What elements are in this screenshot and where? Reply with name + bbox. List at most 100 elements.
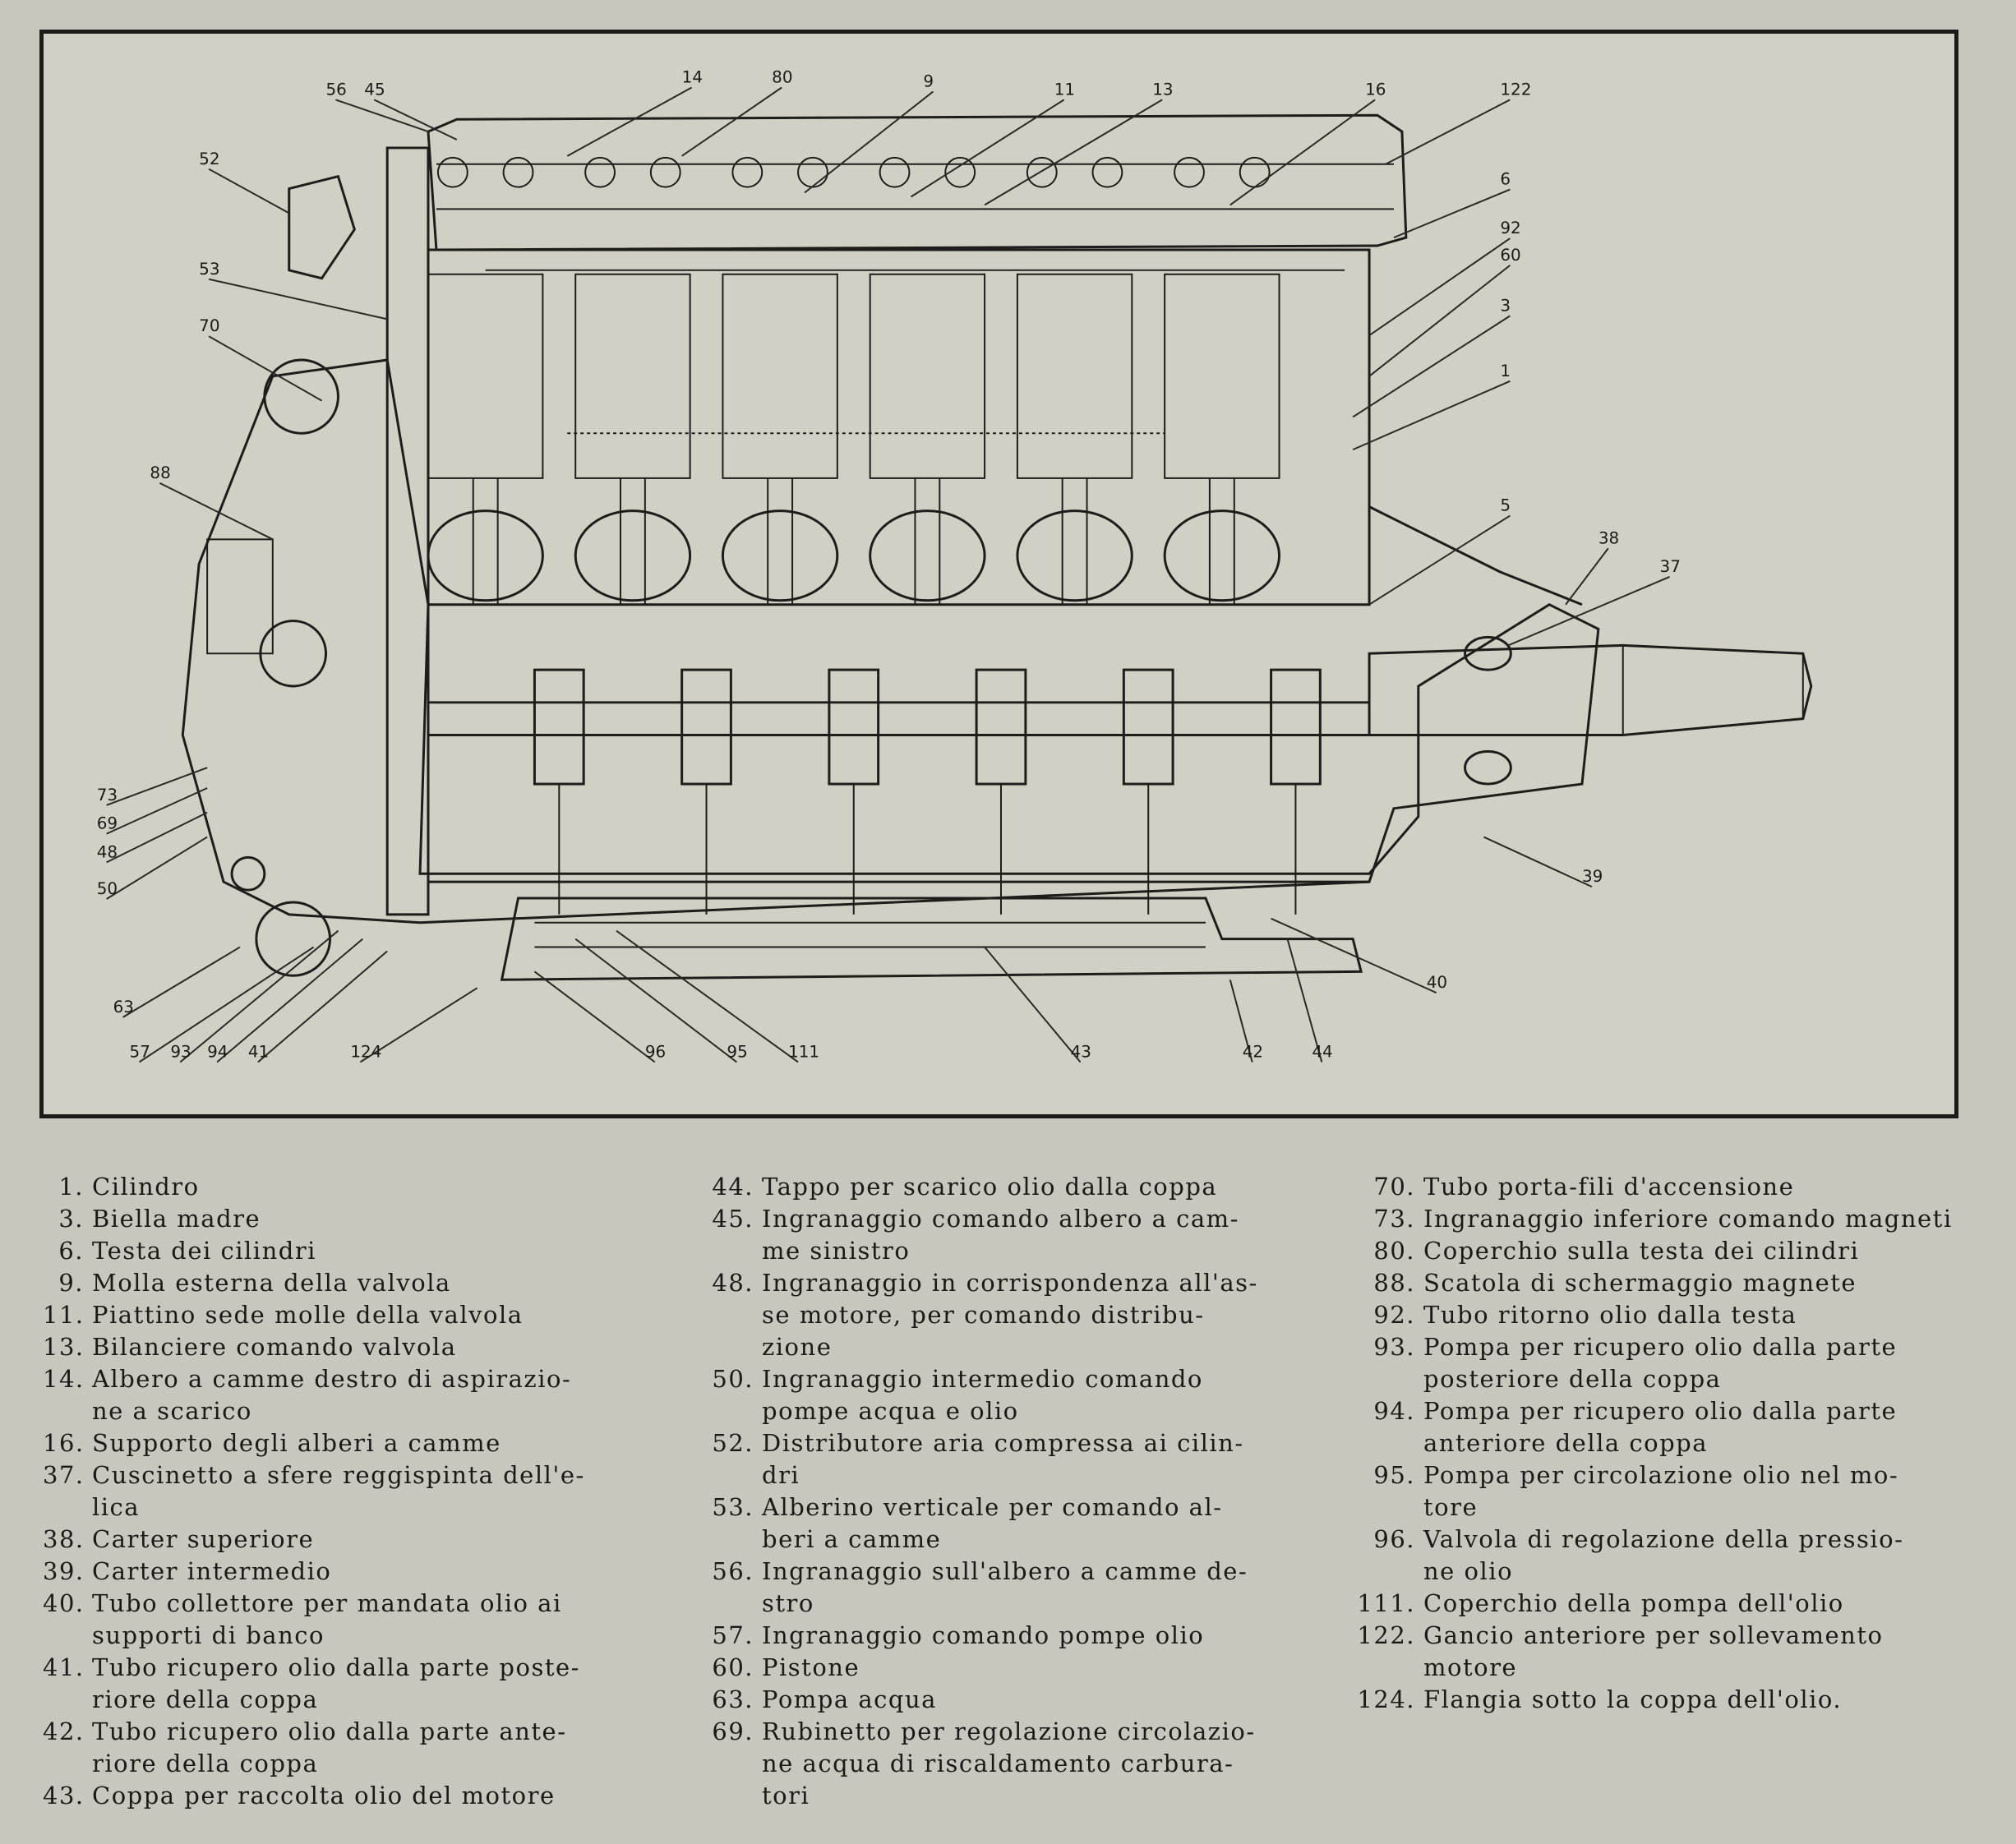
legend-item: 44.Tappo per scarico olio dalla coppa bbox=[696, 1171, 1345, 1203]
callout-label-39: 39 bbox=[1582, 867, 1603, 886]
leader-3 bbox=[1352, 315, 1511, 418]
legend-item-text: zione bbox=[762, 1333, 833, 1361]
legend-item: se motore, per comando distribu- bbox=[696, 1299, 1345, 1331]
leader-44 bbox=[1286, 938, 1323, 1063]
legend-item: 3.Biella madre bbox=[43, 1203, 696, 1235]
legend-item-text: Rubinetto per regolazione circolazio- bbox=[762, 1717, 1256, 1745]
callout-label-5: 5 bbox=[1500, 496, 1511, 515]
legend-item: 45.Ingranaggio comando albero a cam- bbox=[696, 1203, 1345, 1235]
leader-80 bbox=[681, 86, 782, 157]
leader-42 bbox=[1229, 979, 1253, 1063]
legend-item-text: Ingranaggio inferiore comando magneti bbox=[1423, 1205, 1953, 1233]
legend-item: stro bbox=[696, 1588, 1345, 1620]
legend-item: 50.Ingranaggio intermedio comando bbox=[696, 1363, 1345, 1395]
legend-item: 6.Testa dei cilindri bbox=[43, 1235, 696, 1267]
legend-item-text: stro bbox=[762, 1589, 814, 1617]
legend-item-number: 37. bbox=[43, 1461, 85, 1489]
cylinder-3 bbox=[721, 156, 880, 915]
legend-item-text: Distributore aria compressa ai cilin- bbox=[762, 1429, 1244, 1457]
cylinder-4 bbox=[869, 156, 1027, 915]
legend-item-text: Ingranaggio intermedio comando bbox=[762, 1365, 1203, 1393]
callout-label-80: 80 bbox=[772, 68, 792, 87]
legend-item: 38.Carter superiore bbox=[43, 1524, 696, 1556]
callout-label-11: 11 bbox=[1054, 80, 1075, 99]
callout-label-69: 69 bbox=[97, 814, 118, 833]
legend-item-text: Coperchio sulla testa dei cilindri bbox=[1423, 1237, 1860, 1265]
legend-item-number: 44. bbox=[712, 1173, 754, 1201]
leader-92 bbox=[1368, 237, 1511, 337]
legend-item: 124.Flangia sotto la coppa dell'olio. bbox=[1345, 1684, 1978, 1716]
leader-40 bbox=[1271, 917, 1437, 994]
legend-item-text: riore della coppa bbox=[92, 1685, 319, 1713]
legend-item-text: Bilanciere comando valvola bbox=[92, 1333, 457, 1361]
legend-item-text: Tubo collettore per mandata olio ai bbox=[92, 1589, 562, 1617]
callout-label-9: 9 bbox=[923, 72, 934, 91]
callout-label-45: 45 bbox=[364, 80, 385, 99]
legend-item-text: Pompa per circolazione olio nel mo- bbox=[1423, 1461, 1899, 1489]
callout-label-14: 14 bbox=[682, 68, 703, 87]
legend-item: dri bbox=[696, 1459, 1345, 1491]
legend-item-number: 45. bbox=[712, 1205, 754, 1233]
leader-60 bbox=[1368, 265, 1511, 377]
callout-label-60: 60 bbox=[1500, 246, 1520, 265]
legend-item: 92.Tubo ritorno olio dalla testa bbox=[1345, 1299, 1978, 1331]
legend-item-text: riore della coppa bbox=[92, 1749, 319, 1777]
leader-88 bbox=[159, 482, 274, 541]
legend-item-number: 94. bbox=[1373, 1397, 1415, 1425]
legend-item-text: Supporto degli alberi a camme bbox=[92, 1429, 501, 1457]
legend-item-text: se motore, per comando distribu- bbox=[762, 1301, 1205, 1329]
leader-50 bbox=[106, 836, 208, 900]
leader-45 bbox=[373, 99, 458, 141]
leader-14 bbox=[566, 86, 693, 157]
legend-item-number: 88. bbox=[1373, 1269, 1415, 1297]
legend-item: 39.Carter intermedio bbox=[43, 1556, 696, 1588]
legend-item-text: Flangia sotto la coppa dell'olio. bbox=[1423, 1685, 1843, 1713]
legend-item: anteriore della coppa bbox=[1345, 1427, 1978, 1459]
leader-52 bbox=[208, 168, 290, 214]
legend-item-number: 52. bbox=[712, 1429, 754, 1457]
legend-item: 48.Ingranaggio in corrispondenza all'as- bbox=[696, 1267, 1345, 1299]
legend-item-number: 14. bbox=[43, 1365, 85, 1393]
legend-item: ne olio bbox=[1345, 1556, 1978, 1588]
legend-item: 60.Pistone bbox=[696, 1652, 1345, 1684]
legend-item: 94.Pompa per ricupero olio dalla parte bbox=[1345, 1395, 1978, 1427]
callout-label-73: 73 bbox=[97, 786, 118, 804]
legend-item-text: motore bbox=[1423, 1653, 1518, 1681]
legend-item-number: 39. bbox=[43, 1557, 85, 1585]
callout-label-95: 95 bbox=[727, 1043, 747, 1062]
leader-94 bbox=[216, 938, 363, 1063]
callout-label-88: 88 bbox=[150, 463, 170, 482]
legend-item-number: 57. bbox=[712, 1621, 754, 1649]
legend-item-text: me sinistro bbox=[762, 1237, 911, 1265]
legend-item-number: 96. bbox=[1373, 1525, 1415, 1553]
callout-label-38: 38 bbox=[1598, 528, 1619, 547]
legend-item: 96.Valvola di regolazione della pressio- bbox=[1345, 1524, 1978, 1556]
legend-item: 93.Pompa per ricupero olio dalla parte bbox=[1345, 1331, 1978, 1363]
leader-37 bbox=[1507, 576, 1670, 647]
callout-label-93: 93 bbox=[170, 1043, 191, 1062]
legend-item-number: 1. bbox=[58, 1173, 84, 1201]
legend-item-text: tori bbox=[762, 1782, 810, 1809]
callout-label-3: 3 bbox=[1500, 296, 1511, 315]
callout-label-44: 44 bbox=[1312, 1043, 1332, 1062]
legend-item-number: 93. bbox=[1373, 1333, 1415, 1361]
callout-label-122: 122 bbox=[1500, 80, 1531, 99]
legend-item: 111.Coperchio della pompa dell'olio bbox=[1345, 1588, 1978, 1620]
legend-item: 69. Rubinetto per regolazione circolazio- bbox=[696, 1716, 1345, 1748]
legend-item-text: Scatola di schermaggio magnete bbox=[1423, 1269, 1857, 1297]
legend-item: 1.Cilindro bbox=[43, 1171, 696, 1203]
legend-item-text: Molla esterna della valvola bbox=[92, 1269, 451, 1297]
legend-item-number: 95. bbox=[1373, 1461, 1415, 1489]
legend-item-text: Ingranaggio in corrispondenza all'as- bbox=[762, 1269, 1258, 1297]
legend-item-text: Gancio anteriore per sollevamento bbox=[1423, 1621, 1884, 1649]
legend-item-number: 53. bbox=[712, 1493, 754, 1521]
callout-label-50: 50 bbox=[97, 879, 118, 898]
leader-96 bbox=[533, 970, 656, 1063]
legend-item-number: 40. bbox=[43, 1589, 85, 1617]
legend-item: 53.Alberino verticale per comando al- bbox=[696, 1491, 1345, 1524]
legend-item-number: 69. bbox=[712, 1717, 754, 1745]
